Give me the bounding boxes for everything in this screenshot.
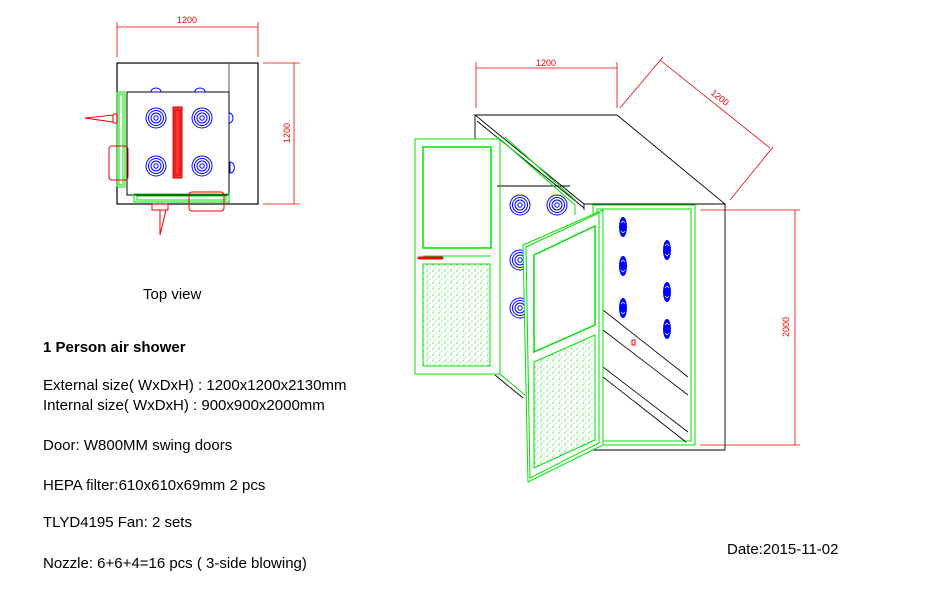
top-depth-label: 1200: [282, 123, 292, 143]
top-depth-dimension: [263, 62, 300, 205]
spec-nozzle: Nozzle: 6+6+4=16 pcs ( 3-side blowing): [43, 555, 307, 572]
left-door: [116, 91, 126, 188]
left-door-closer-icon: [84, 113, 118, 124]
iso-height-dimension: [700, 209, 800, 446]
bottom-door-handle-icon: [188, 191, 225, 212]
iso-width-dimension: [475, 62, 618, 108]
spec-fan: TLYD4195 Fan: 2 sets: [43, 514, 192, 531]
top-width-dimension: [116, 22, 259, 57]
spec-external-size: External size( WxDxH) : 1200x1200x2130mm: [43, 377, 347, 394]
top-view-caption: Top view: [143, 286, 202, 303]
floor-lines: [602, 309, 689, 443]
bottom-door: [133, 193, 230, 203]
left-door-handle-icon: [108, 145, 129, 181]
spec-title: 1 Person air shower: [43, 339, 186, 356]
top-view: 1200 1200: [84, 15, 300, 236]
nozzle-icon: [145, 87, 235, 177]
spec-hepa: HEPA filter:610x610x69mm 2 pcs: [43, 477, 266, 494]
spec-internal-size: Internal size( WxDxH) : 900x900x2000mm: [43, 397, 325, 414]
iso-depth-label: 1200: [709, 88, 731, 108]
bottom-door-closer-icon: [151, 203, 169, 236]
lamp-icon: [172, 106, 183, 179]
drawing-date: Date:2015-11-02: [727, 541, 839, 558]
nozzle-icon: [618, 216, 672, 340]
isometric-view: 1200 1200 2000: [414, 56, 800, 483]
iso-height-label: 2000: [781, 317, 791, 337]
inner-chamber-outline: [126, 91, 230, 196]
iso-depth-dimension: [619, 56, 774, 201]
switch-icon: [631, 339, 636, 346]
spec-door: Door: W800MM swing doors: [43, 437, 233, 454]
top-width-label: 1200: [177, 15, 197, 25]
outer-cabinet-outline: [116, 62, 259, 205]
left-open-door: [414, 136, 576, 396]
iso-width-label: 1200: [536, 58, 556, 68]
front-open-door: [522, 209, 604, 483]
